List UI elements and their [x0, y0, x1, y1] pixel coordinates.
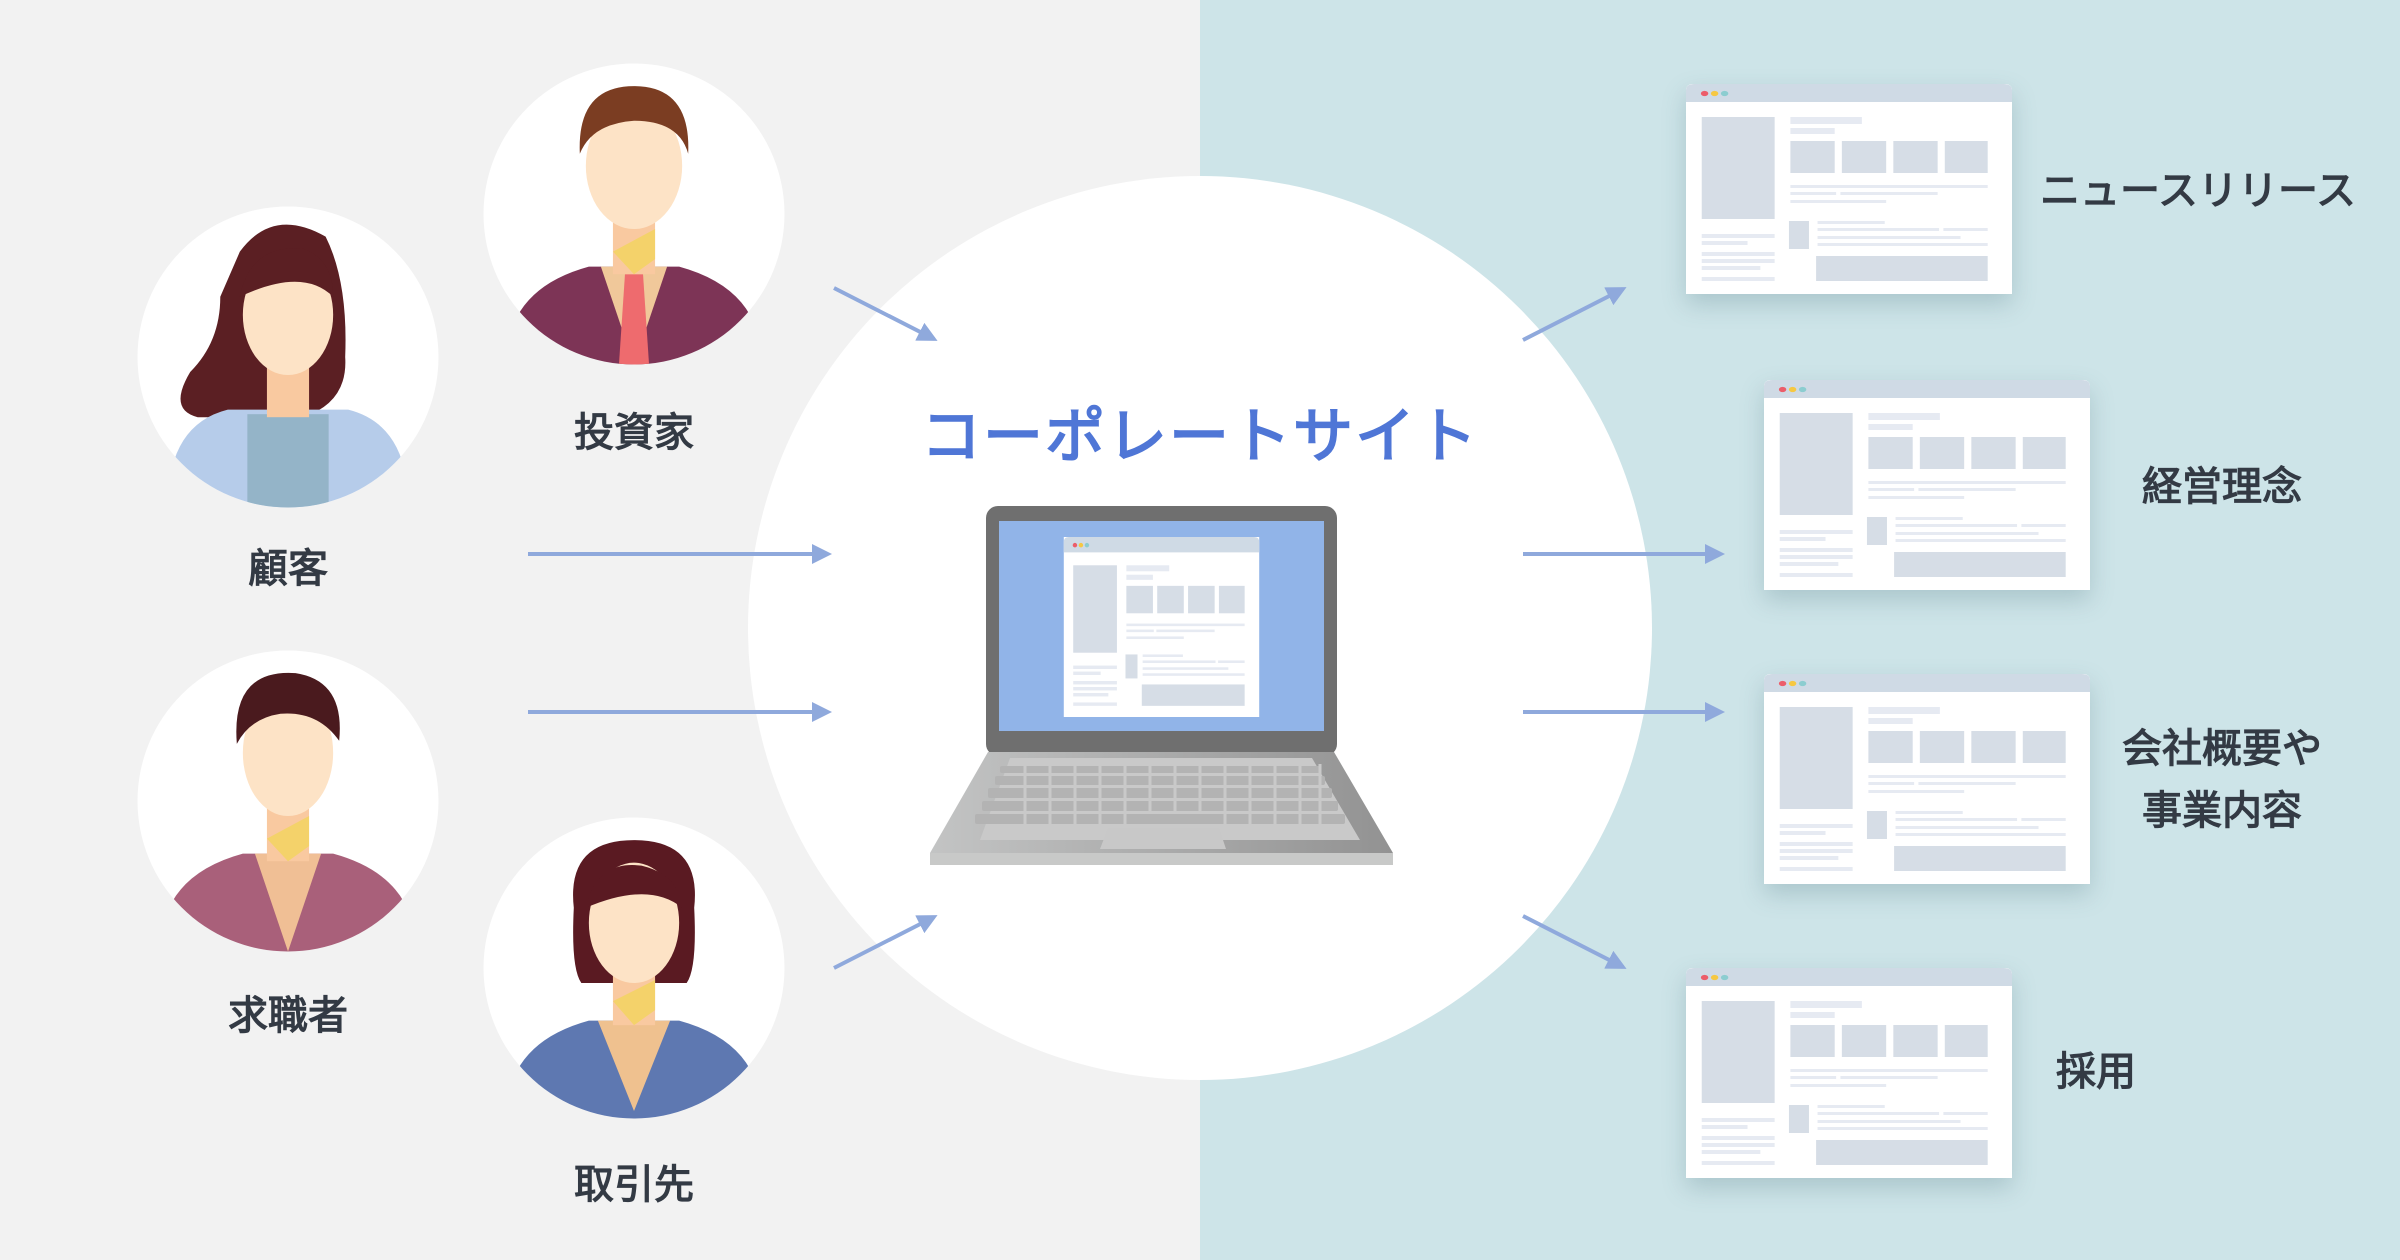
- stakeholder-label-jobseeker: 求職者: [228, 993, 348, 1039]
- arrow-site-to-news: [1522, 287, 1627, 342]
- content-label-company-overview: 会社概要や 事業内容: [2122, 718, 2322, 842]
- stakeholder-label-partner: 取引先: [574, 1162, 694, 1208]
- philosophy-page-icon: [1764, 380, 2090, 590]
- content-label-news-release: ニュースリリース: [2040, 168, 2356, 214]
- partner-avatar-icon: [483, 817, 785, 1119]
- recruit-page-icon: [1686, 968, 2012, 1178]
- news-release-page-icon: [1686, 84, 2012, 294]
- content-label-philosophy: 経営理念: [2142, 464, 2302, 510]
- stakeholder-label-customer: 顧客: [248, 546, 328, 592]
- investor-avatar-icon: [483, 63, 785, 365]
- arrow-investor-to-site: [833, 286, 938, 341]
- laptop-icon: [930, 506, 1393, 865]
- content-label-line2: 事業内容: [2142, 788, 2302, 834]
- customer-avatar-icon: [137, 206, 439, 508]
- company-overview-page-icon: [1764, 674, 2090, 884]
- hub-title: コーポレートサイト: [921, 402, 1479, 472]
- arrow-site-to-recruit: [1522, 914, 1627, 969]
- stakeholder-label-investor: 投資家: [574, 410, 694, 456]
- jobseeker-avatar-icon: [137, 650, 439, 952]
- content-label-line1: 会社概要や: [2122, 726, 2322, 772]
- content-label-recruit: 採用: [2056, 1049, 2136, 1095]
- arrow-partner-to-site: [833, 915, 938, 970]
